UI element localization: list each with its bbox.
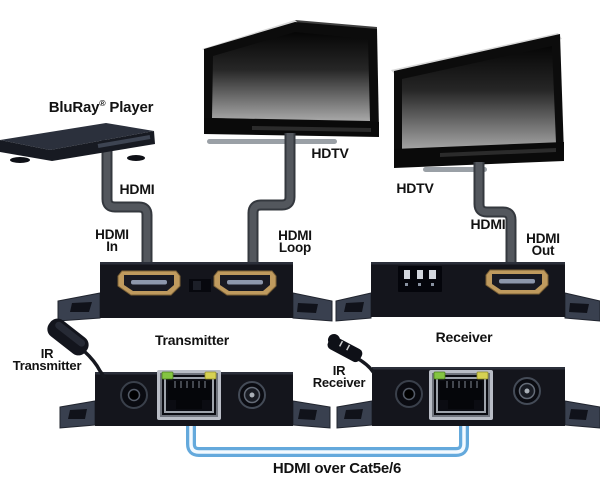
hdmi-out-port (485, 269, 549, 295)
ir-jack-receiver (395, 380, 423, 408)
receiver-front-device (335, 262, 600, 322)
power-jack-receiver (513, 377, 541, 405)
mode-switch (189, 279, 211, 292)
hdmi-cable-bluray-to-transmitter (101, 140, 153, 266)
hdtv1-label: HDTV (311, 145, 349, 161)
dip-switch-panel (398, 266, 442, 292)
hdmi-in-port (117, 270, 181, 296)
hdtv2-label: HDTV (396, 180, 434, 196)
hdmi-loop-port (213, 270, 277, 296)
transmitter-label: Transmitter (154, 332, 230, 348)
transmitter-rear-device (59, 369, 331, 429)
bluray-player-label: BluRay® Player (48, 98, 154, 116)
transmitter-front-device (57, 262, 333, 322)
bluray-player-illustration (0, 123, 155, 163)
cat5e-link-label: HDMI over Cat5e/6 (272, 460, 402, 477)
cat5e-cable (186, 421, 469, 457)
ir-jack-transmitter (120, 381, 148, 409)
power-jack-transmitter (238, 381, 266, 409)
rj45-port-transmitter (156, 369, 222, 421)
receiver-rear-device (336, 367, 600, 429)
hdtv-2-illustration (391, 33, 564, 172)
hdmi-cable-label-display: HDMI (470, 216, 506, 232)
hdmi-cable-label-source: HDMI (119, 181, 155, 197)
receiver-label: Receiver (435, 329, 493, 345)
hdmi-cable-hdtv1-to-loop (247, 133, 296, 266)
ir-transmitter-dongle (47, 318, 107, 380)
ir-receiver-dongle (327, 334, 376, 375)
hdmi-cable-hdtv2-to-out (473, 162, 517, 262)
rj45-port-receiver (428, 369, 494, 421)
hdtv-1-illustration (202, 20, 379, 144)
